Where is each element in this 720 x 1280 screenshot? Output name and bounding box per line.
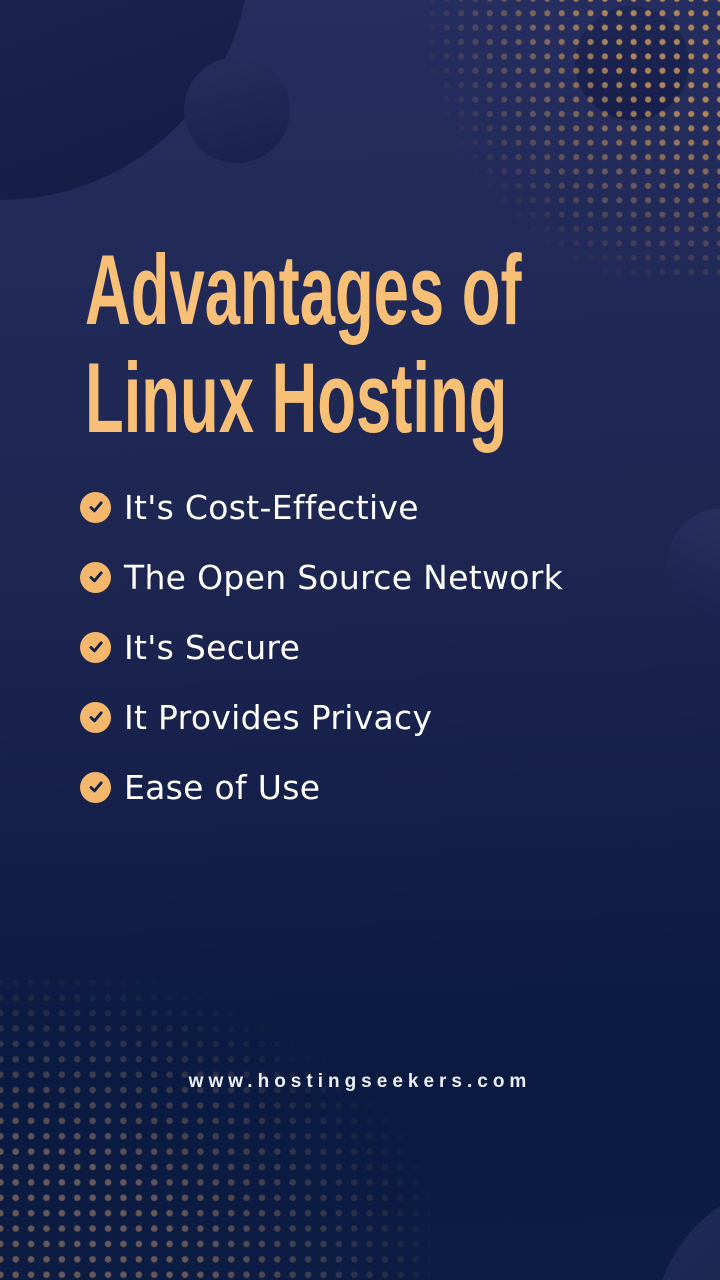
list-item: It's Secure — [80, 627, 563, 667]
list-item: Ease of Use — [80, 767, 563, 807]
page-title: Advantages of Linux Hosting — [85, 236, 522, 452]
check-icon — [80, 771, 111, 803]
website-text: www.hostingseekers.com — [188, 1071, 532, 1092]
list-item: It's Cost-Effective — [80, 487, 563, 527]
advantages-list: It's Cost-Effective The Open Source Netw… — [80, 487, 564, 839]
check-icon — [80, 631, 111, 663]
check-icon — [80, 701, 111, 733]
decor-circle-top-left-small — [184, 57, 290, 163]
check-icon — [80, 491, 111, 523]
page-title-line2: Linux Hosting — [85, 342, 508, 453]
advantage-label: The Open Source Network — [124, 557, 564, 597]
list-item: The Open Source Network — [80, 557, 564, 597]
page-title-line1: Advantages of — [85, 234, 522, 345]
check-icon — [80, 561, 111, 593]
advantage-label: It's Cost-Effective — [124, 487, 419, 527]
advantage-label: It's Secure — [124, 627, 301, 667]
advantage-label: Ease of Use — [124, 767, 321, 807]
list-item: It Provides Privacy — [80, 697, 563, 737]
advantage-label: It Provides Privacy — [124, 697, 433, 737]
